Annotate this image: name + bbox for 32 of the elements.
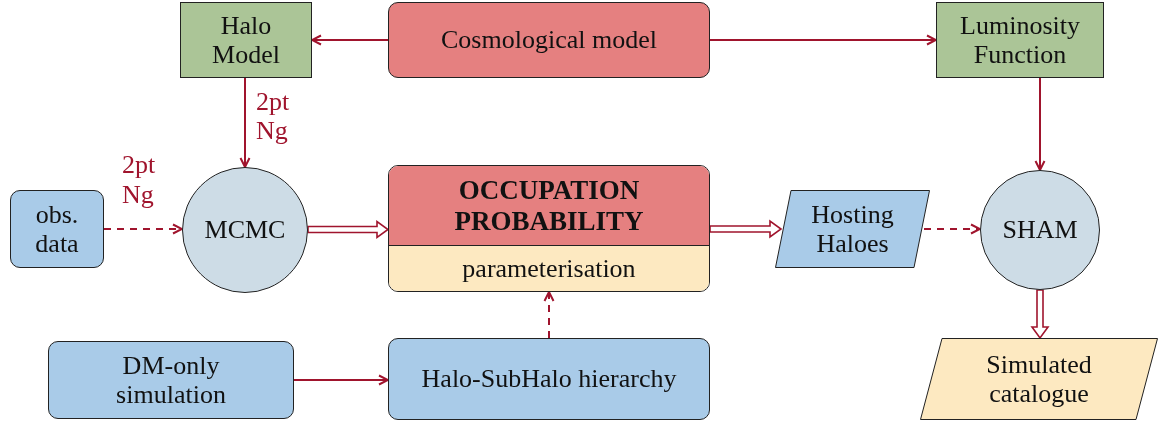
data-parallelogram [920,338,1158,420]
node-label: MCMC [203,215,287,245]
node-label: obs. data [34,199,80,259]
process-box [388,2,710,78]
arrow [1034,77,1046,171]
process-box [388,338,710,420]
dashed-arrow [103,223,183,235]
node-label: Hosting Haloes [810,199,895,259]
double-arrow [709,219,783,239]
node-label: Cosmological model [440,25,658,55]
arrow [709,34,937,46]
node-label: DM-only simulation [115,350,227,410]
dashed-arrow [543,291,555,339]
dashed-arrow [923,223,981,235]
split-box [388,165,710,292]
arrow [239,77,251,168]
process-box [48,341,294,419]
arrow [293,374,389,386]
double-arrow [307,219,390,240]
node-label: Simulated catalogue [985,349,1093,409]
node-label: Halo-SubHalo hierarchy [420,364,678,394]
arrow [311,34,389,46]
data-parallelogram [775,190,930,268]
box-heading: OCCUPATION PROBABILITY [389,166,709,245]
process-box [180,2,312,78]
box-body-text: parameterisation [389,245,709,291]
node-label: SHAM [1001,215,1079,245]
process-box [10,190,104,268]
process-box [936,2,1104,78]
double-arrow [1030,289,1050,340]
node-label: Luminosity Function [959,10,1081,70]
node-label: Halo Model [211,10,281,70]
